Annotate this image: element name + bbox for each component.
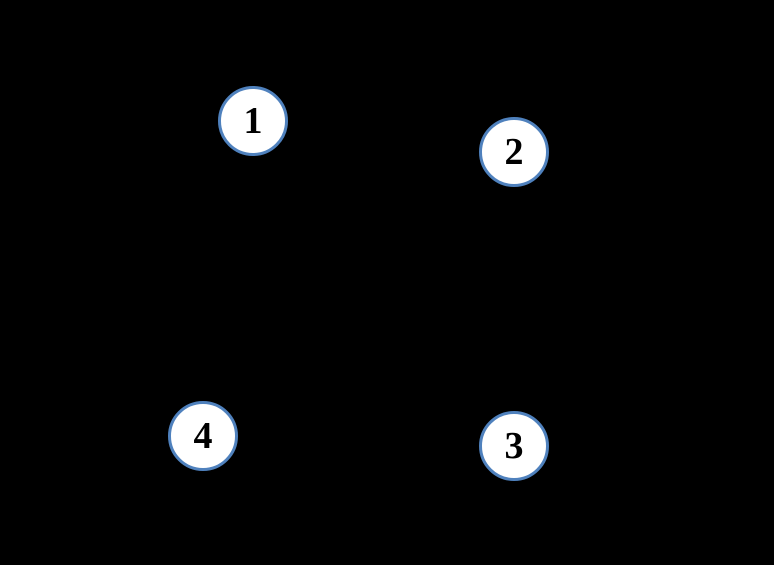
graph-node-2: 2	[479, 117, 549, 187]
node-4-label: 4	[193, 415, 213, 457]
graph-node-1: 1	[218, 86, 288, 156]
graph-node-3: 3	[479, 411, 549, 481]
graph-node-4: 4	[168, 401, 238, 471]
node-1-label: 1	[243, 100, 263, 142]
node-2-label: 2	[504, 131, 524, 173]
node-3-label: 3	[504, 425, 524, 467]
